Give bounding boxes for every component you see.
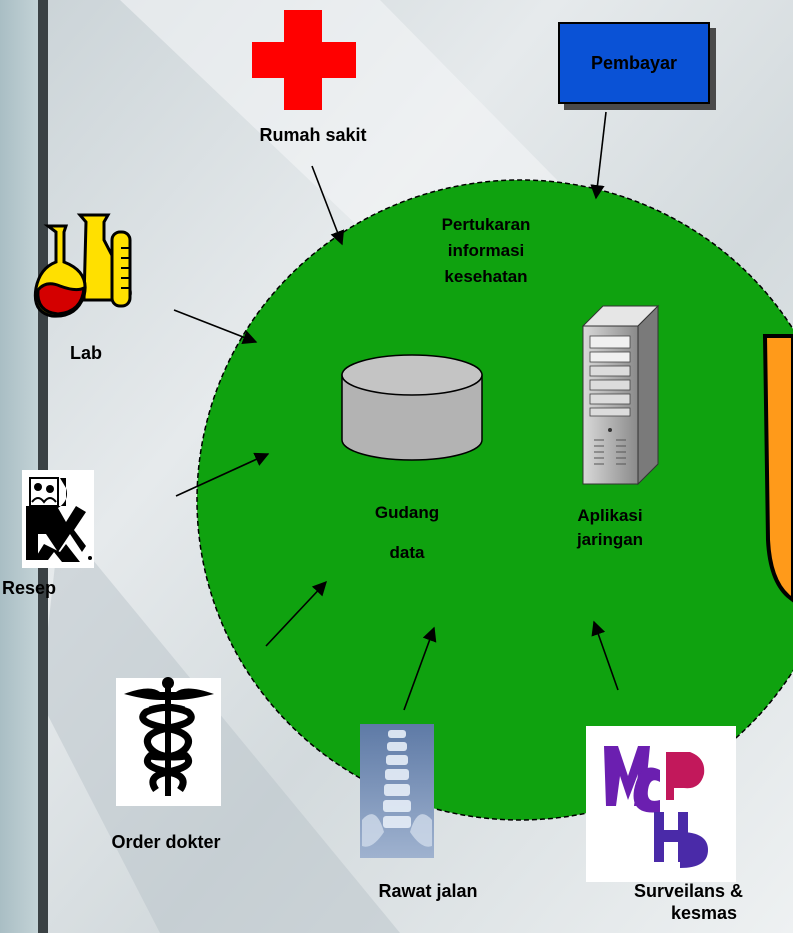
exchange-label-line-2: informasi	[447, 241, 525, 260]
exchange-label-line-3: kesehatan	[444, 267, 528, 286]
prescription-label: Resep	[2, 578, 57, 598]
arrow-surveillance	[591, 620, 619, 691]
arrow-payer	[590, 111, 607, 200]
rx-icon	[22, 470, 94, 568]
database-cylinder-icon	[341, 354, 483, 461]
payer-box: Pembayar	[558, 22, 710, 104]
warehouse-label-line-1: Gudang	[374, 503, 440, 522]
lab-label: Lab	[69, 343, 103, 363]
doctor-order-label: Order dokter	[111, 832, 221, 852]
surveillance-label-line-2: kesmas	[671, 903, 738, 923]
exchange-label-line-1: Pertukaran	[441, 215, 531, 234]
server-icon	[581, 304, 660, 486]
mch-logo-icon	[586, 726, 736, 882]
left-strip	[0, 0, 38, 933]
red-cross-icon	[252, 10, 356, 110]
lab-flask-icon	[33, 213, 132, 318]
hospital-label: Rumah sakit	[259, 125, 367, 145]
exchange-label: Pertukaran informasi kesehatan	[442, 212, 531, 290]
network-app-label-line-1: Aplikasi	[577, 506, 643, 525]
surveillance-label-line-1: Surveilans &	[634, 881, 744, 901]
network-app-label-line-2: jaringan	[576, 530, 644, 549]
spine-xray-icon	[360, 724, 434, 858]
arrow-lab	[173, 309, 258, 344]
network-app-label: Aplikasi jaringan	[577, 504, 643, 552]
warehouse-label-line-2: data	[389, 543, 425, 562]
arrow-prescription	[175, 452, 270, 497]
arrow-doctor-order	[265, 580, 327, 647]
arrow-outpatient	[403, 626, 437, 711]
warehouse-label: Gudang data	[375, 493, 439, 573]
arrow-hospital	[311, 165, 345, 246]
payer-label: Pembayar	[590, 52, 678, 73]
caduceus-icon	[116, 677, 221, 806]
shield-icon	[762, 334, 793, 603]
outpatient-label: Rawat jalan	[378, 881, 478, 901]
surveillance-label: Surveilans & kesmas	[634, 880, 743, 924]
